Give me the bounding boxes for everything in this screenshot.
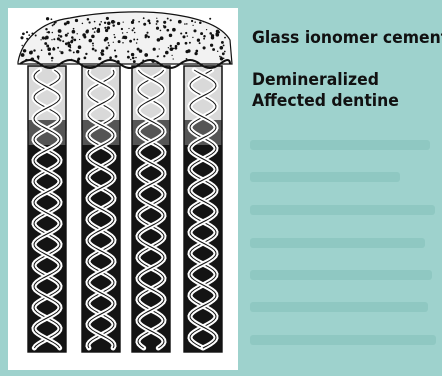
background-text-texture	[250, 140, 436, 345]
affected-dentine-label-line1: Demineralized	[252, 70, 399, 91]
affected-dentine-label-line2: Affected dentine	[252, 91, 399, 112]
glass-ionomer-cement-label: Glass ionomer cement	[252, 28, 442, 49]
tubule	[28, 66, 66, 352]
tubule	[184, 66, 222, 352]
affected-dentine-label: Demineralized Affected dentine	[252, 70, 399, 112]
tubule	[82, 66, 120, 352]
tubule	[132, 66, 170, 352]
